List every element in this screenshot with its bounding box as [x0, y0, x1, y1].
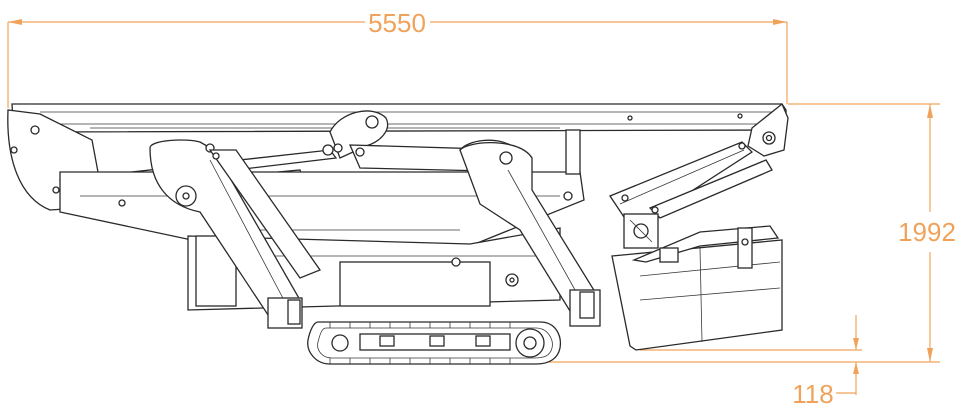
basket-bracket	[623, 213, 659, 249]
height-dimension: 1992	[540, 103, 956, 363]
ground-clearance-dimension: 118	[640, 315, 862, 409]
outrigger-front	[459, 142, 601, 327]
boom-head	[747, 102, 789, 157]
outrigger-rear-arm	[208, 149, 322, 279]
track-pads	[329, 322, 511, 364]
main-boom	[11, 103, 787, 137]
work-platform-basket	[611, 225, 783, 351]
outrigger-rear	[149, 139, 303, 329]
crawler-track	[307, 321, 562, 365]
ground-clearance-label: 118	[792, 379, 833, 409]
overall-length-label: 5550	[368, 8, 426, 38]
height-label: 1992	[898, 217, 956, 247]
upper-pivot-link	[329, 110, 389, 159]
fly-jib	[609, 141, 773, 221]
overall-length-dimension: 5550	[7, 8, 788, 108]
